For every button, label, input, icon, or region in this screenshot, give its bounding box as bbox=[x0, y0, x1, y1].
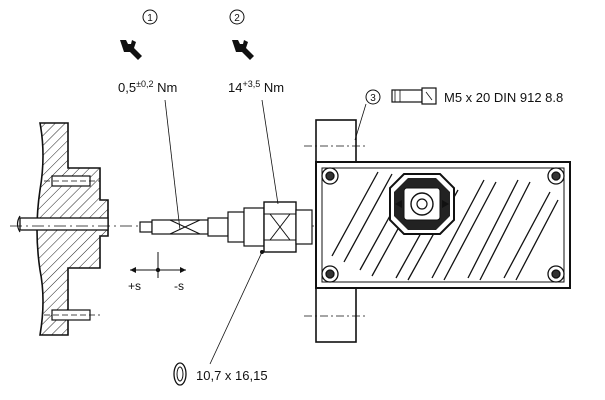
callout-2: 2 14+3,5 Nm bbox=[228, 9, 284, 205]
adjustment-indicator bbox=[130, 252, 186, 278]
torque-1-tolerance: ±0,2 bbox=[136, 79, 153, 89]
right-housing bbox=[304, 119, 571, 343]
o-ring-icon bbox=[173, 362, 187, 386]
seal-size-label: 10,7 x 16,15 bbox=[196, 368, 268, 383]
torque-2-value: 14 bbox=[228, 80, 242, 95]
wrench-icon bbox=[120, 40, 142, 60]
torque-2-tolerance: +3,5 bbox=[242, 79, 260, 89]
torque-2-unit: Nm bbox=[260, 80, 284, 95]
screw-spec-label: M5 x 20 DIN 912 8.8 bbox=[444, 90, 563, 105]
svg-text:1: 1 bbox=[147, 13, 153, 24]
torque-1-unit: Nm bbox=[154, 80, 178, 95]
seal-callout: 10,7 x 16,15 bbox=[173, 250, 268, 386]
coupling-shaft bbox=[139, 201, 313, 253]
svg-text:14+3,5 Nm: 14+3,5 Nm bbox=[228, 79, 284, 95]
callout-1: 1 0,5±0,2 Nm bbox=[118, 9, 181, 231]
wrench-icon bbox=[232, 40, 254, 60]
svg-text:2: 2 bbox=[234, 13, 240, 24]
torque-1-value: 0,5 bbox=[118, 80, 136, 95]
socket-head-screw-icon bbox=[391, 87, 437, 105]
callout-3: 3 M5 x 20 DIN 912 8.8 bbox=[354, 87, 563, 141]
left-housing-section bbox=[16, 122, 109, 336]
plus-s-label: +s bbox=[128, 279, 141, 293]
svg-text:0,5±0,2 Nm: 0,5±0,2 Nm bbox=[118, 79, 177, 95]
minus-s-label: -s bbox=[174, 279, 184, 293]
svg-text:3: 3 bbox=[370, 93, 376, 104]
